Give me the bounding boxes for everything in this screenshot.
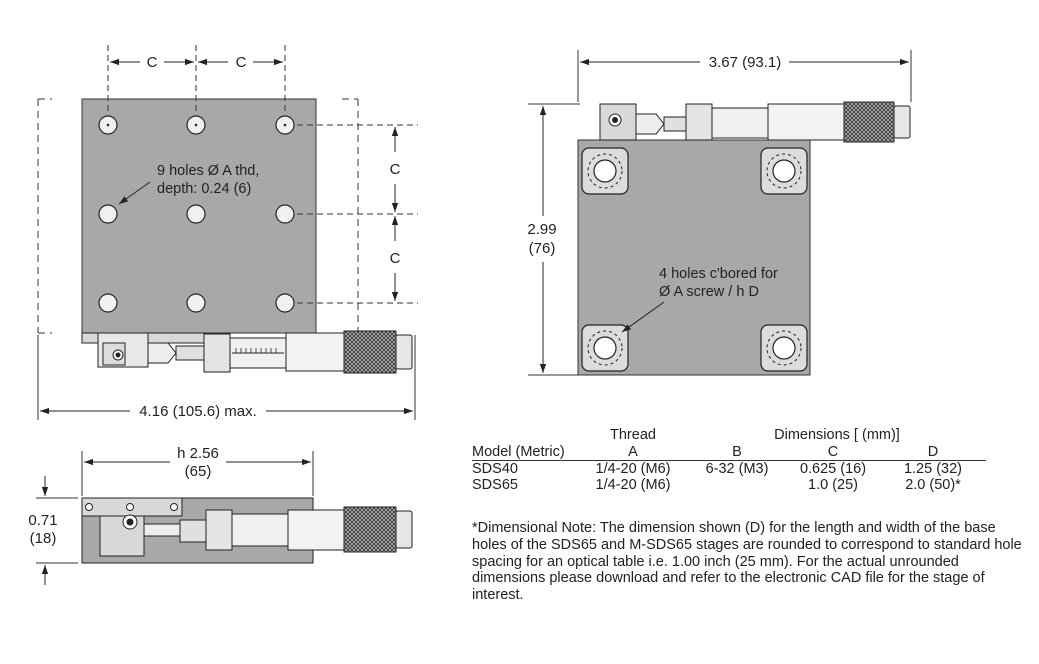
- col-header-model: Model (Metric): [472, 443, 578, 461]
- dim-top-width: 4.16 (105.6) max.: [139, 403, 257, 420]
- dim-bottom-height-line2: (76): [529, 240, 556, 257]
- col-header-d: D: [880, 443, 986, 461]
- col-header-c: C: [786, 443, 880, 461]
- cbore-note-line1: 4 holes c'bored for: [659, 266, 778, 282]
- dim-side-length-line2: (65): [185, 463, 212, 480]
- cbore-note-line2: Ø A screw / h D: [659, 284, 759, 300]
- dim-side-height-line2: (18): [30, 530, 57, 547]
- cell-a: 1/4-20 (M6): [595, 477, 671, 493]
- col-header-b: B: [688, 443, 786, 461]
- dim-c-right-upper: C: [390, 161, 401, 178]
- holes-note-line1: 9 holes Ø A thd,: [157, 163, 259, 179]
- cell-model: SDS40: [472, 461, 518, 477]
- cell-b: 6-32 (M3): [705, 461, 769, 477]
- dim-c-top-left: C: [147, 54, 158, 71]
- cell-c: 1.0 (25): [808, 477, 858, 493]
- cell-c: 0.625 (16): [799, 461, 867, 477]
- dim-bottom-width: 3.67 (93.1): [709, 54, 782, 71]
- cell-a: 1/4-20 (M6): [595, 461, 671, 477]
- dim-c-top-right: C: [236, 54, 247, 71]
- counterbored-holes: [581, 147, 808, 372]
- threaded-holes: [98, 115, 295, 313]
- dimensions-table: Thread Dimensions [ (mm)] Model (Metric)…: [472, 426, 986, 493]
- holes-note-line2: depth: 0.24 (6): [157, 181, 251, 197]
- bottom-view: 3.67 (93.1): [527, 50, 912, 376]
- thread-group-header: Thread: [610, 426, 656, 443]
- cell-model: SDS65: [472, 477, 518, 493]
- dim-side-length-line1: h 2.56: [177, 445, 219, 462]
- dimensional-note: *Dimensional Note: The dimension shown (…: [472, 520, 1022, 604]
- table-row: SDS40 1/4-20 (M6) 6-32 (M3) 0.625 (16) 1…: [472, 461, 986, 478]
- dim-side-height-line1: 0.71: [28, 512, 57, 529]
- cell-d: 1.25 (32): [903, 461, 963, 477]
- dimensions-group-header: Dimensions [ (mm)]: [774, 426, 900, 443]
- micrometer-top: [81, 330, 413, 374]
- top-view: C C C C 9 holes Ø A thd, depth: 0.24 (6): [37, 45, 418, 420]
- side-view: h 2.56 (65) 0.71 (18): [28, 445, 413, 585]
- cell-b: [688, 477, 786, 493]
- col-header-a: A: [578, 443, 688, 461]
- dim-c-right-lower: C: [390, 250, 401, 267]
- table-row: SDS65 1/4-20 (M6) 1.0 (25) 2.0 (50)*: [472, 477, 986, 493]
- cell-d: 2.0 (50)*: [905, 477, 961, 493]
- dim-bottom-height-line1: 2.99: [527, 221, 556, 238]
